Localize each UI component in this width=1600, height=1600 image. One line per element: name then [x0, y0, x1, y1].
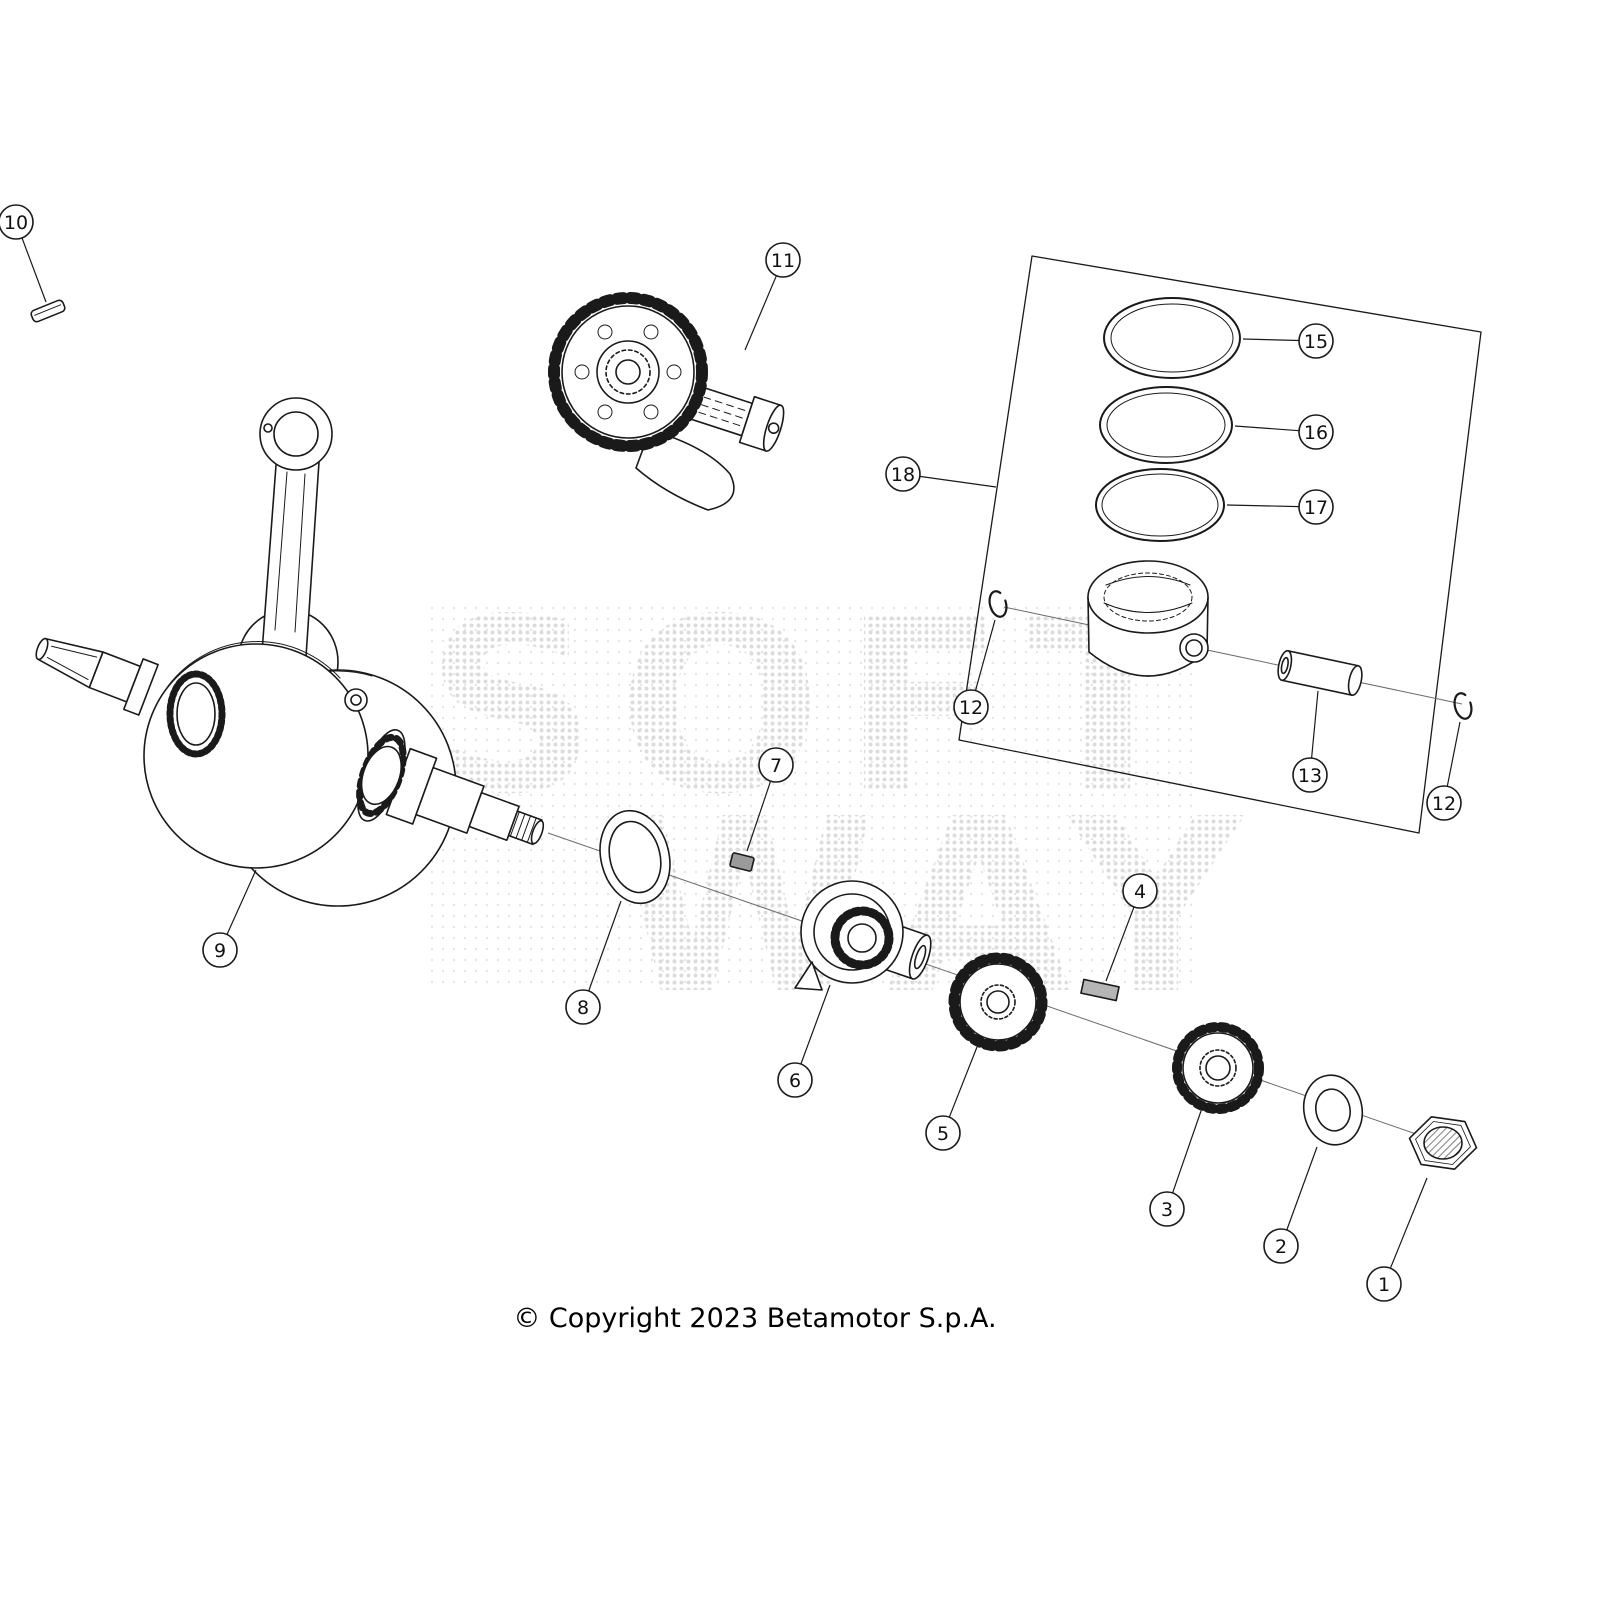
svg-text:6: 6: [789, 1070, 801, 1092]
svg-text:8: 8: [577, 997, 589, 1019]
callout-9: 9: [202, 869, 257, 968]
svg-text:17: 17: [1304, 497, 1328, 519]
svg-text:3: 3: [1161, 1199, 1173, 1221]
gear-5: [948, 952, 1048, 1052]
callout-11: 11: [744, 242, 801, 351]
circlip-left: [988, 590, 1008, 618]
svg-text:1: 1: [1378, 1274, 1390, 1296]
callout-13: 13: [1292, 690, 1328, 793]
piston-ring-oil: [1095, 468, 1225, 542]
piston-ring-top: [1103, 297, 1241, 379]
callout-16: 16: [1234, 414, 1334, 450]
drive-hub-gear-6: [794, 880, 932, 991]
callout-8: 8: [565, 900, 622, 1025]
svg-text:7: 7: [770, 755, 782, 777]
callout-3: 3: [1149, 1110, 1202, 1227]
callout-6: 6: [777, 984, 831, 1098]
copyright-text: © Copyright 2023 Betamotor S.p.A.: [513, 1303, 996, 1334]
key-7: [729, 852, 755, 872]
svg-text:5: 5: [937, 1123, 949, 1145]
callout-7: 7: [746, 747, 794, 852]
svg-text:9: 9: [214, 940, 226, 962]
callout-4: 4: [1105, 873, 1158, 982]
washer-2: [1302, 1074, 1364, 1146]
circlip-right: [1453, 692, 1473, 720]
callout-15: 15: [1242, 323, 1334, 359]
piston: [1087, 560, 1209, 677]
callout-18: 18: [885, 456, 997, 492]
callout-10: 10: [0, 204, 47, 303]
svg-text:11: 11: [771, 250, 795, 272]
gear-3: [1172, 1022, 1264, 1114]
callout-12-12: 12: [1426, 721, 1462, 821]
nut-1: [1408, 1116, 1478, 1170]
shim-washer-8: [599, 809, 671, 905]
svg-text:10: 10: [4, 212, 28, 234]
callout-5: 5: [925, 1046, 978, 1151]
svg-text:2: 2: [1275, 1236, 1287, 1258]
piston-pin: [1277, 649, 1363, 697]
svg-text:18: 18: [891, 464, 915, 486]
svg-text:13: 13: [1298, 765, 1322, 787]
svg-text:4: 4: [1134, 881, 1146, 903]
svg-text:12: 12: [1432, 793, 1456, 815]
callout-1: 1: [1366, 1177, 1428, 1302]
key-4: [1080, 978, 1120, 1002]
woodruff-key-10: [30, 299, 66, 323]
svg-text:12: 12: [959, 697, 983, 719]
piston-kit-box: [958, 255, 1482, 834]
watermark-line1: SOFT: [425, 567, 1210, 847]
svg-text:16: 16: [1304, 422, 1328, 444]
piston-ring-second: [1099, 386, 1233, 464]
watermark-line2: WAY: [612, 767, 1263, 1047]
crankshaft-assembly: [35, 397, 545, 907]
balance-shaft-assembly: [548, 292, 785, 511]
callout-2: 2: [1263, 1146, 1318, 1264]
callout-12-11: 12: [953, 619, 996, 725]
callout-17: 17: [1226, 489, 1334, 525]
svg-text:15: 15: [1304, 331, 1328, 353]
